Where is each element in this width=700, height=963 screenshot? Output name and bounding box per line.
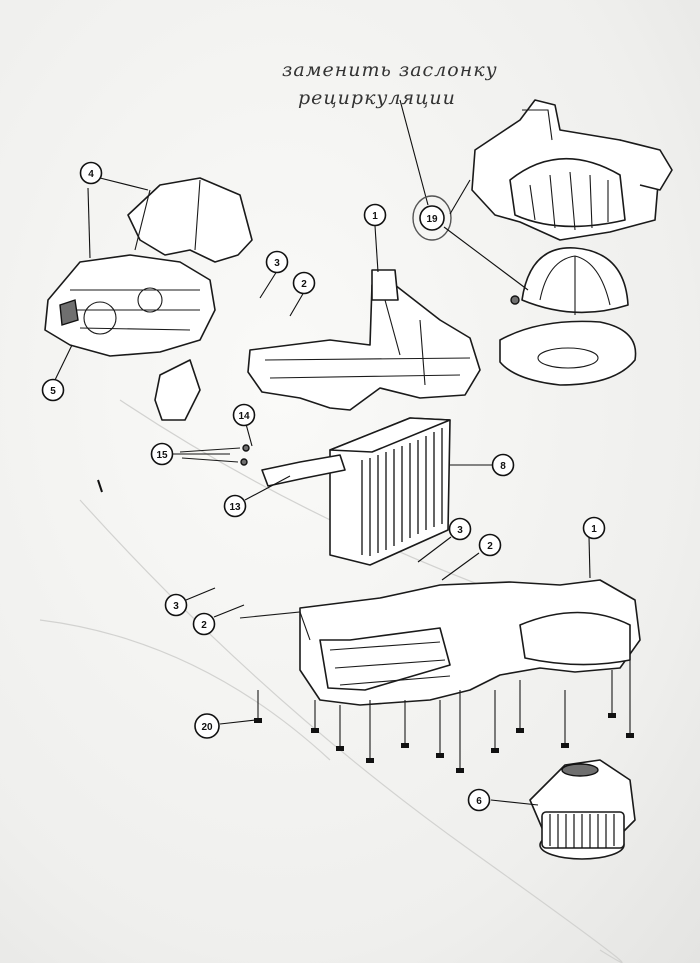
note-circle-mark — [412, 195, 452, 241]
lower-case — [239, 579, 641, 706]
callout-1-mid: 1 — [582, 516, 606, 540]
callout-15: 15 — [150, 442, 174, 466]
svg-text:4: 4 — [88, 169, 94, 180]
note-leader-line — [399, 99, 429, 206]
svg-text:2: 2 — [301, 279, 307, 290]
svg-text:5: 5 — [50, 386, 56, 397]
callout-2-mid: 2 — [478, 533, 502, 557]
svg-text:13: 13 — [229, 502, 241, 513]
svg-text:2: 2 — [487, 541, 493, 552]
callout-2-top: 2 — [292, 271, 316, 295]
tube-fittings — [179, 444, 250, 466]
mounting-bracket — [154, 359, 201, 421]
svg-text:19: 19 — [426, 214, 438, 225]
svg-text:2: 2 — [201, 620, 207, 631]
svg-text:3: 3 — [457, 525, 463, 536]
svg-text:6: 6 — [476, 796, 482, 807]
callout-8: 8 — [491, 453, 515, 477]
svg-text:20: 20 — [201, 722, 213, 733]
callout-3-top: 3 — [265, 250, 289, 274]
blower-inlet-housing — [471, 99, 673, 241]
upper-case-frame — [247, 269, 481, 411]
svg-text:1: 1 — [372, 211, 378, 222]
callout-3-left: 3 — [164, 593, 188, 617]
svg-text:3: 3 — [274, 258, 280, 269]
blower-motor — [529, 759, 636, 860]
callout-14: 14 — [232, 403, 256, 427]
evaporator-core — [261, 417, 451, 566]
callout-3-mid: 3 — [448, 517, 472, 541]
callout-13: 13 — [223, 494, 247, 518]
callout-5: 5 — [41, 378, 65, 402]
svg-text:14: 14 — [238, 411, 250, 422]
callout-6: 6 — [467, 788, 491, 812]
svg-text:1: 1 — [591, 524, 597, 535]
note-line-1: заменить заслонку — [282, 59, 498, 81]
stray-mark — [97, 479, 103, 493]
svg-text:3: 3 — [173, 601, 179, 612]
callout-20: 20 — [194, 713, 220, 739]
note-line-2: рециркуляции — [298, 87, 456, 109]
callout-2-left: 2 — [192, 612, 216, 636]
svg-text:8: 8 — [500, 461, 506, 472]
blower-scroll-ring — [499, 320, 637, 386]
control-module-assembly — [44, 177, 253, 357]
callout-19: 19 — [419, 205, 445, 231]
screws — [254, 660, 634, 773]
callout-1-top: 1 — [363, 203, 387, 227]
svg-text:15: 15 — [156, 450, 168, 461]
leader-lines — [54, 177, 591, 806]
recirculation-door — [510, 247, 629, 315]
handwritten-note: заменить заслонку рециркуляции — [282, 59, 498, 241]
callout-4: 4 — [79, 161, 103, 185]
